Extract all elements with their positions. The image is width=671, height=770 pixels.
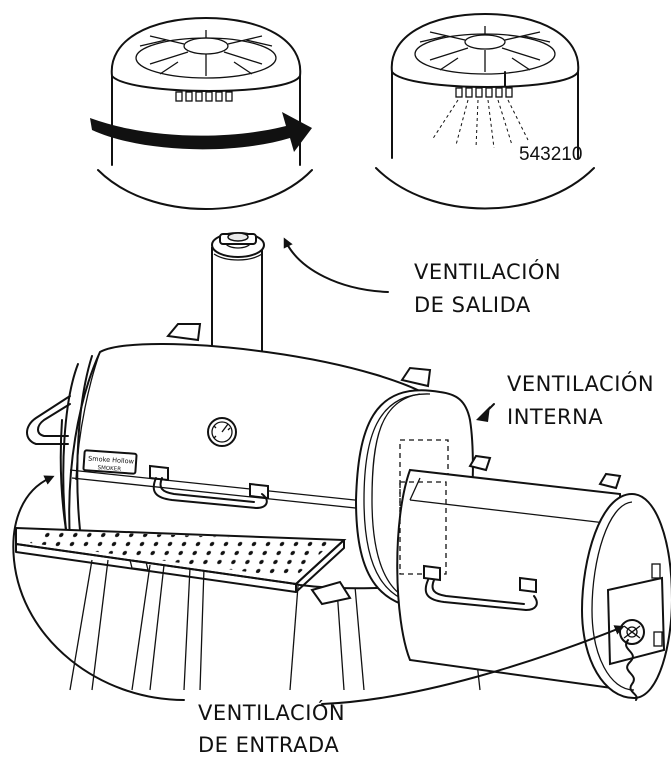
lid-handle xyxy=(149,464,269,509)
firebox xyxy=(396,454,671,701)
internal-arrow-line xyxy=(479,403,495,419)
inlet-arrow-right xyxy=(321,625,625,705)
smoker-illustration: Smoke Hollow SMOKER xyxy=(15,232,671,701)
internal-label-line2: INTERNA xyxy=(507,405,603,429)
vent-cap-closed-detail xyxy=(90,16,313,210)
thermometer-icon xyxy=(207,417,237,447)
vent-scale-numbers: 543210 xyxy=(519,144,582,165)
outlet-vent-label: VENTILACIÓN DE SALIDA xyxy=(414,259,561,317)
main-cooking-chamber: Smoke Hollow SMOKER xyxy=(59,343,451,590)
vent-slots-closed xyxy=(175,91,233,102)
inlet-label-line1: VENTILACIÓN xyxy=(198,700,345,725)
internal-vent-label: VENTILACIÓN INTERNA xyxy=(507,371,654,429)
outlet-label-line1: VENTILACIÓN xyxy=(414,259,561,284)
inlet-arrow-left xyxy=(12,475,185,701)
brand-badge-line1: Smoke Hollow xyxy=(88,454,135,465)
side-shelf xyxy=(15,526,352,606)
inlet-label-line2: DE ENTRADA xyxy=(198,733,339,757)
internal-label-line1: VENTILACIÓN xyxy=(507,371,654,396)
inlet-vent-label: VENTILACIÓN DE ENTRADA xyxy=(198,700,345,757)
setting-indicator-rays xyxy=(431,99,529,149)
inlet-vent-icon xyxy=(619,619,645,645)
chimney-stack xyxy=(211,232,265,360)
outlet-label-line2: DE SALIDA xyxy=(414,293,531,317)
outlet-arrow xyxy=(283,237,389,293)
brand-badge-line2: SMOKER xyxy=(97,465,121,473)
vent-cap-open-detail: 543210 xyxy=(375,12,595,210)
vent-slots-open xyxy=(455,71,513,98)
rotation-arrow-icon xyxy=(90,112,312,152)
brand-badge: Smoke Hollow SMOKER xyxy=(82,449,138,475)
